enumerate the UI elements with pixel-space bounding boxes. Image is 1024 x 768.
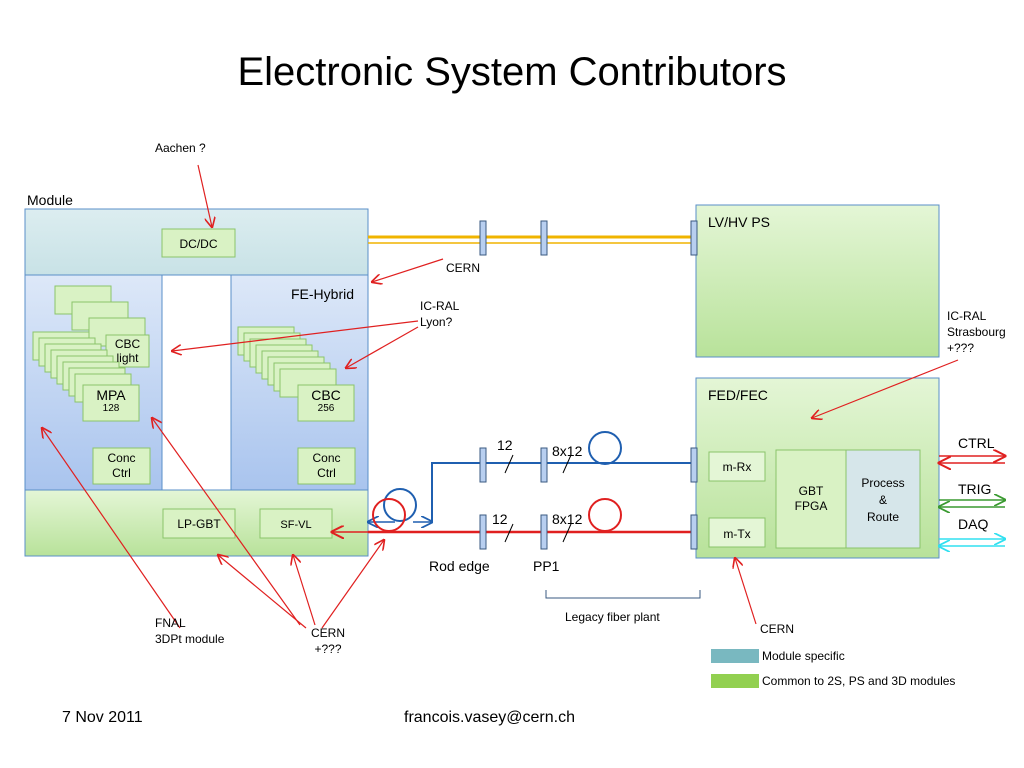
footer-email: francois.vasey@cern.ch: [404, 709, 575, 726]
legend-common-swatch: [711, 674, 759, 688]
mpa-label: MPA 128: [96, 387, 126, 414]
gbt-fpga-label: GBT FPGA: [794, 484, 828, 513]
sf-vl-label: SF-VL: [280, 519, 312, 531]
legend-common: Common to 2S, PS and 3D modules: [762, 674, 956, 688]
conc-ctrl-right-label: Conc Ctrl: [312, 451, 341, 480]
contributor-fnal: FNAL 3DPt module: [155, 616, 225, 646]
chip-stack-left: [32, 331, 140, 422]
process-route-block: [845, 449, 921, 549]
fiber-count-top: 12: [497, 437, 513, 453]
daq-label: DAQ: [958, 516, 989, 532]
slide-title: Electronic System Contributors: [237, 50, 787, 94]
legacy-fiber-label: Legacy fiber plant: [565, 610, 660, 624]
conc-ctrl-left-block: [92, 447, 151, 485]
fed-fec-label: FED/FEC: [708, 387, 768, 403]
conc-ctrl-right-block: [297, 447, 356, 485]
uplink-fiber: [368, 431, 695, 522]
cbc-light-label: CBC light: [114, 337, 141, 365]
contributor-aachen: Aachen ?: [155, 141, 206, 155]
m-tx-block: [708, 517, 766, 548]
lv-hv-ps-label: LV/HV PS: [708, 214, 770, 230]
ctrl-label: CTRL: [958, 435, 995, 451]
rod-edge-label: Rod edge: [429, 558, 490, 574]
contributor-cern-fed: CERN: [760, 622, 795, 636]
module-label: Module: [27, 192, 73, 208]
process-route-label: Process & Route: [861, 476, 905, 524]
m-tx-label: m-Tx: [723, 527, 751, 541]
daq-signals: [939, 539, 1005, 546]
power-lines: [368, 235, 695, 244]
fiber-count-bottom: 12: [492, 511, 508, 527]
contributor-ic-ral-strasbourg: IC-RAL Strasbourg +???: [947, 309, 1006, 355]
legacy-bracket: [545, 590, 701, 599]
contributor-cern-ps: CERN: [446, 261, 481, 275]
trig-label: TRIG: [958, 481, 992, 497]
chip-stack-top: [54, 285, 150, 368]
cbc256-label: CBC 256: [311, 387, 341, 414]
dcdc-block: [161, 228, 236, 258]
contributor-cern-plus: CERN +???: [310, 626, 345, 656]
pp1-label: PP1: [533, 558, 560, 574]
fe-hybrid-label: FE-Hybrid: [291, 286, 355, 302]
sf-vl-block: [259, 508, 333, 539]
m-rx-label: m-Rx: [722, 460, 752, 474]
fiber-ribbon-top: 8x12: [552, 443, 583, 459]
fiber-connectors: [479, 220, 698, 550]
m-rx-block: [708, 451, 766, 482]
conc-ctrl-left-label: Conc Ctrl: [107, 451, 136, 480]
ctrl-signals: [939, 456, 1005, 463]
dcdc-label: DC/DC: [179, 237, 218, 251]
lv-hv-ps-block: [695, 204, 940, 358]
lp-gbt-block: [162, 508, 236, 539]
fiber-ribbon-bottom: 8x12: [552, 511, 583, 527]
footer-date: 7 Nov 2011: [62, 709, 143, 726]
trig-signals: [939, 500, 1005, 507]
legend-module-specific: Module specific: [762, 649, 845, 663]
legend-module-specific-swatch: [711, 649, 759, 663]
lp-gbt-label: LP-GBT: [177, 517, 221, 531]
chip-stack-right: [237, 326, 355, 422]
contributor-arrows: [42, 164, 959, 629]
contributor-ic-ral-lyon: IC-RAL Lyon?: [420, 299, 460, 329]
downlink-fiber: [332, 498, 695, 543]
